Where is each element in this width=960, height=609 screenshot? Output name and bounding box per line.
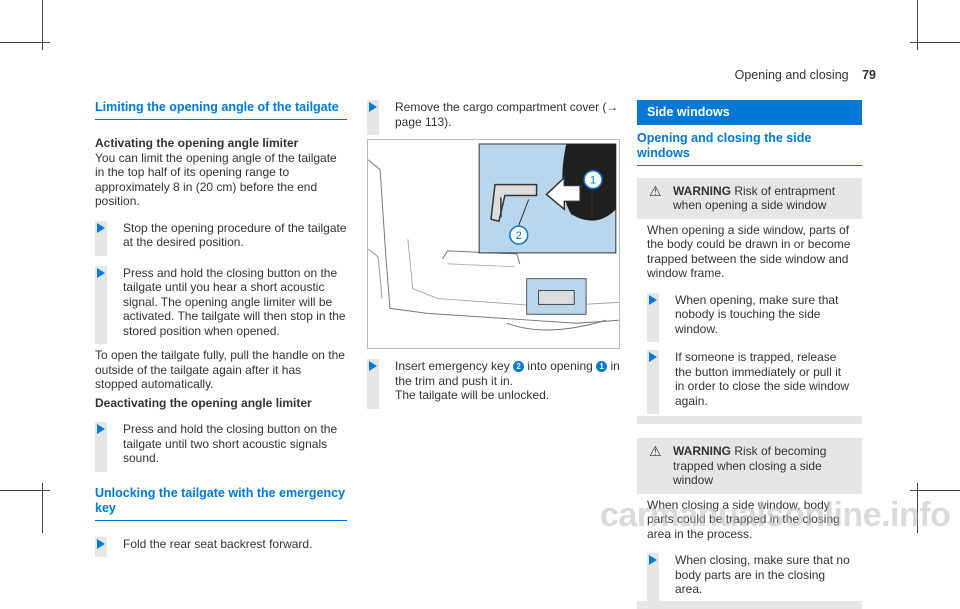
crop-mark <box>42 483 43 533</box>
instruction-step: Press and hold the closing button on the… <box>95 265 347 344</box>
crop-mark <box>917 0 918 50</box>
warning-label: WARNING <box>673 444 731 458</box>
warning-header: ⚠ WARNING Risk of entrapment when openin… <box>647 182 852 213</box>
paragraph: You can limit the opening angle of the t… <box>95 150 337 209</box>
warning-triangle-icon: ⚠ <box>649 443 662 459</box>
section-title: Opening and closing the side windows <box>637 131 862 166</box>
step-arrow-icon <box>97 538 105 549</box>
step-arrow-icon <box>97 222 105 233</box>
step-text: If someone is trapped, release the butto… <box>675 350 850 408</box>
step-arrow-icon <box>369 102 377 112</box>
instruction-step: When opening, make sure that nobody is t… <box>647 292 852 342</box>
warning-title: Risk of becoming trapped when closing a … <box>673 444 827 487</box>
paragraph: To open the tailgate fully, pull the han… <box>95 348 345 391</box>
section-banner: Side windows <box>637 100 862 125</box>
step-text: Remove the cargo compartment cover (→ pa… <box>395 100 619 129</box>
callout-1: 1 <box>590 175 596 187</box>
instruction-step: Remove the cargo compartment cover (→ pa… <box>367 100 620 135</box>
step-bar <box>647 292 659 342</box>
warning-header: ⚠ WARNING Risk of becoming trapped when … <box>647 444 852 488</box>
crop-mark <box>910 490 960 491</box>
crop-mark <box>42 0 43 50</box>
warning-triangle-icon: ⚠ <box>649 182 662 199</box>
step-text: Fold the rear seat backrest forward. <box>123 536 313 551</box>
crop-mark <box>910 42 960 43</box>
callout-badge: 2 <box>513 361 525 373</box>
instruction-step: Press and hold the closing button on the… <box>95 422 347 472</box>
instruction-step: Stop the opening procedure of the tailga… <box>95 220 347 256</box>
step-bar <box>95 422 107 472</box>
page-header: Opening and closing 79 <box>735 68 876 82</box>
subheading: Activating the opening angle limiter <box>95 136 299 150</box>
section-title: Unlocking the tailgate with the emergenc… <box>95 486 347 521</box>
step-text: Insert emergency key <box>395 359 510 373</box>
warning-box: ⚠ WARNING Risk of entrapment when openin… <box>637 177 862 424</box>
step-bar <box>647 350 659 414</box>
crop-mark <box>0 490 50 491</box>
step-text: When closing, make sure that no body par… <box>675 553 850 596</box>
crop-mark <box>917 483 918 533</box>
step-bar <box>95 265 107 344</box>
step-arrow-icon <box>649 294 657 305</box>
step-arrow-icon <box>97 424 105 434</box>
step-text: When opening, make sure that nobody is t… <box>675 292 839 336</box>
step-arrow-icon <box>649 352 657 362</box>
page-number: 79 <box>862 68 876 82</box>
subheading: Deactivating the opening angle limiter <box>95 395 312 410</box>
tailgate-illustration: 1 2 <box>367 139 620 349</box>
watermark: carmanualsonline.info <box>600 496 951 534</box>
step-arrow-icon <box>649 555 657 565</box>
instruction-step: Fold the rear seat backrest forward. <box>95 536 347 557</box>
section-title: Limiting the opening angle of the tailga… <box>95 100 347 120</box>
instruction-step: Insert emergency key 2 into opening 1 in… <box>367 359 620 409</box>
instruction-step: If someone is trapped, release the butto… <box>647 350 852 414</box>
step-bar <box>367 359 379 409</box>
step-arrow-icon <box>369 361 377 371</box>
warning-body: When opening a side window, parts of the… <box>637 218 862 416</box>
step-text: Press and hold the closing button on the… <box>123 265 346 338</box>
warning-label: WARNING <box>673 183 731 198</box>
callout-2: 2 <box>516 230 522 242</box>
header-section: Opening and closing <box>734 68 849 82</box>
paragraph: When opening a side window, parts of the… <box>647 222 851 281</box>
crop-mark <box>0 42 50 43</box>
warning-title: Risk of entrapment when opening a side w… <box>673 183 836 213</box>
step-text: The tailgate will be unlocked. <box>395 388 550 402</box>
step-text: into opening <box>527 359 593 373</box>
step-text: Stop the opening procedure of the tailga… <box>123 220 347 250</box>
callout-badge: 1 <box>596 361 608 373</box>
step-arrow-icon <box>97 267 105 278</box>
step-text: Press and hold the closing button on the… <box>123 422 338 465</box>
left-column: Limiting the opening angle of the tailga… <box>95 100 347 561</box>
step-text: in the trim and push it in. <box>395 359 620 388</box>
instruction-step: When closing, make sure that no body par… <box>647 553 852 603</box>
middle-column: Remove the cargo compartment cover (→ pa… <box>367 100 620 413</box>
